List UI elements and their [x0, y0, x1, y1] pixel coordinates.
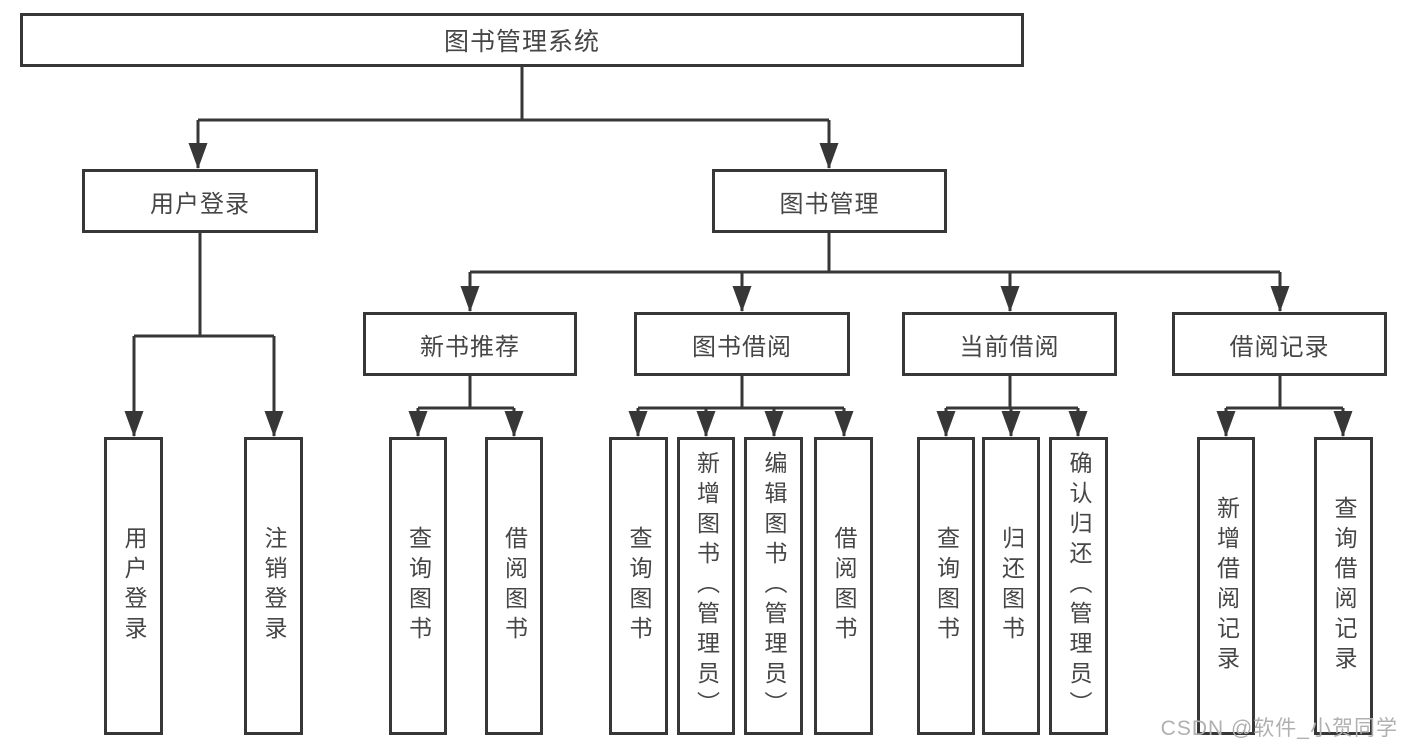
leaf-query-books-2: 查询图书: [609, 437, 668, 735]
leaf-borrow-books-1: 借阅图书: [485, 437, 543, 735]
leaf-confirm-return-admin: 确认归还（管理员）: [1049, 437, 1108, 735]
node-book-management: 图书管理: [712, 169, 947, 233]
leaf-user-login: 用户登录: [104, 437, 163, 735]
leaf-edit-book-admin: 编辑图书（管理员）: [744, 437, 803, 735]
node-user-login: 用户登录: [82, 169, 318, 233]
node-book-borrowing: 图书借阅: [634, 312, 850, 376]
leaf-return-book: 归还图书: [982, 437, 1040, 735]
leaf-query-books-1: 查询图书: [389, 437, 447, 735]
node-new-book-recommend: 新书推荐: [363, 312, 577, 376]
leaf-logout-login: 注销登录: [244, 437, 303, 735]
node-current-borrowing: 当前借阅: [902, 312, 1117, 376]
leaf-add-borrow-record: 新增借阅记录: [1197, 437, 1255, 735]
node-library-system: 图书管理系统: [20, 13, 1024, 67]
leaf-query-books-3: 查询图书: [917, 437, 975, 735]
watermark: CSDN @软件_小贺同学: [1160, 717, 1398, 740]
leaf-borrow-books-2: 借阅图书: [814, 437, 873, 735]
leaf-add-book-admin: 新增图书（管理员）: [677, 437, 735, 735]
leaf-query-borrow-record: 查询借阅记录: [1314, 437, 1373, 735]
node-borrowing-records: 借阅记录: [1172, 312, 1387, 376]
